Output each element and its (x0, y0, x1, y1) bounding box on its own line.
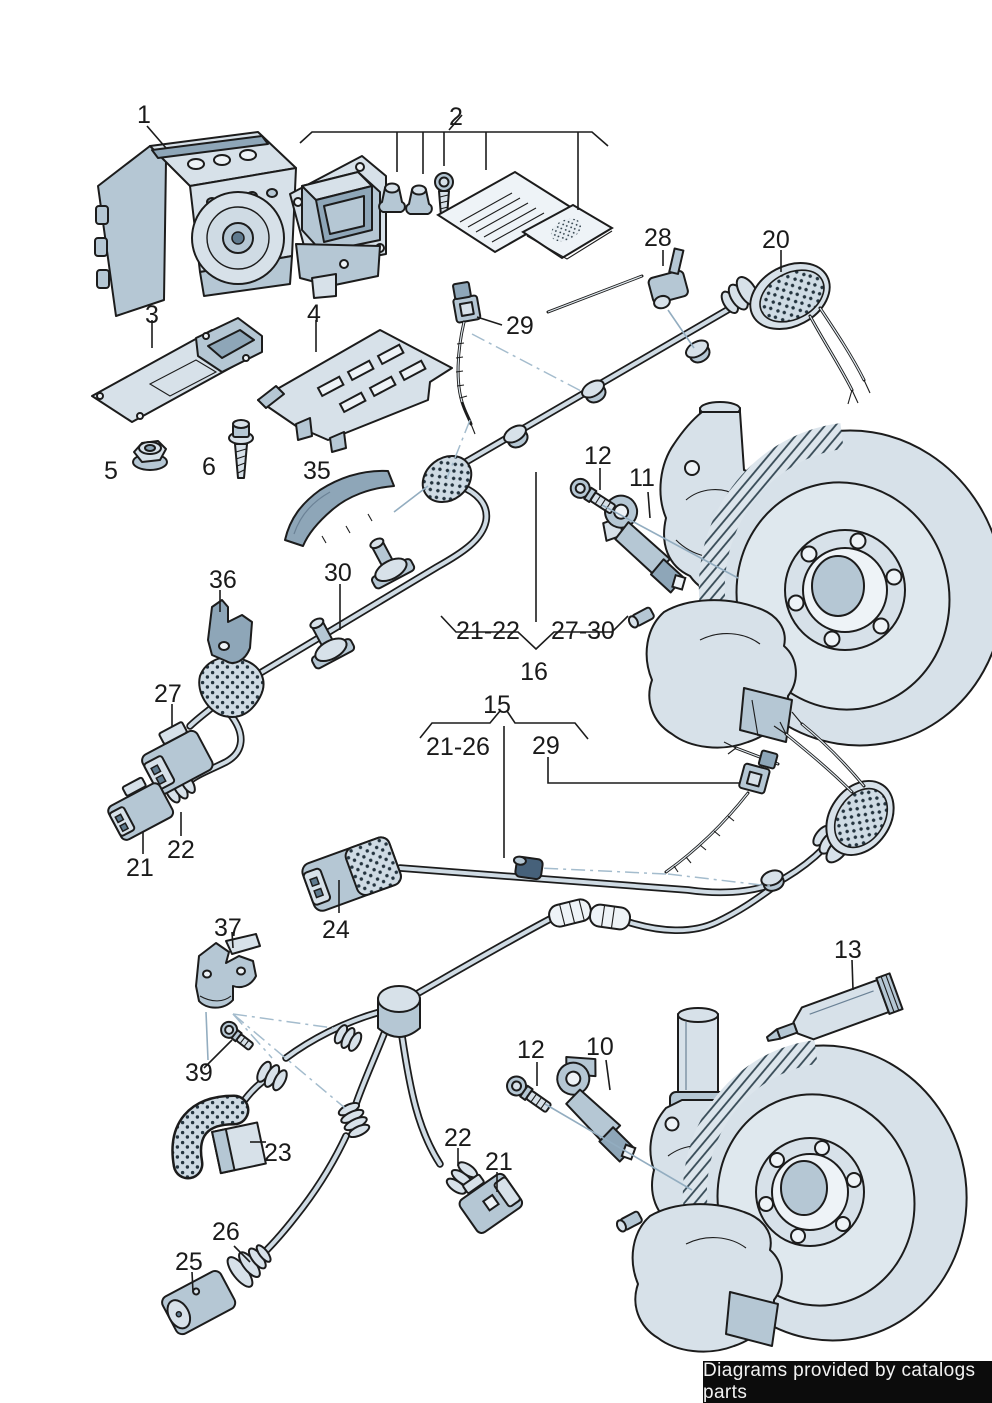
cable-clip (581, 379, 607, 404)
brake-caliper (627, 599, 797, 749)
callout-26: 26 (212, 1218, 240, 1246)
callout-27: 27 (154, 680, 182, 708)
ribbed-bushing (256, 1060, 288, 1092)
callout-39: 39 (185, 1059, 213, 1087)
callout-28: 28 (644, 224, 672, 252)
harness-junction-hub (377, 985, 421, 1038)
cable-clip (760, 869, 785, 892)
callout-22-rear: 22 (444, 1124, 472, 1152)
callout-29-front: 29 (506, 312, 534, 340)
callout-24: 24 (322, 916, 350, 944)
rear-sensor-harness (161, 711, 895, 1336)
screw-39 (220, 1020, 254, 1051)
callout-29-rear: 29 (532, 732, 560, 760)
watermark-text: Diagrams provided by catalogs parts (703, 1360, 976, 1403)
sensor-screw-12-rear (506, 1075, 552, 1113)
cable-clip (685, 339, 711, 364)
sponge-wrap-elbow-rear (171, 1094, 250, 1180)
harness-holder-30 (309, 617, 356, 670)
harness-clamp (512, 855, 544, 881)
rear-axle-assembly (615, 1007, 968, 1353)
ribbed-bushing (333, 1024, 363, 1052)
callout-22-front: 22 (167, 836, 195, 864)
callout-37: 37 (214, 914, 242, 942)
caliper-guide-pin (627, 606, 655, 629)
front-sensor-harness (107, 247, 871, 841)
callout-15: 15 (483, 691, 511, 719)
bracket-36 (207, 599, 253, 664)
cable-tie-29-rear (664, 749, 779, 874)
connector-24 (301, 836, 402, 912)
corrugated-sleeve (548, 898, 592, 928)
grease-tube-13 (765, 972, 904, 1042)
speed-sensor-10 (556, 1056, 637, 1163)
retaining-clip-28 (546, 247, 689, 314)
callout-1: 1 (137, 101, 151, 129)
callout-23: 23 (264, 1139, 292, 1167)
callout-range-21-26: 21-26 (426, 733, 490, 761)
callout-12-front: 12 (584, 442, 612, 470)
grommet-26 (226, 1244, 272, 1288)
harness-cover (284, 469, 395, 547)
callout-20: 20 (762, 226, 790, 254)
sensor-screw-12-front (569, 477, 616, 515)
callout-10: 10 (586, 1033, 614, 1061)
callout-range-21-22: 21-22 (456, 617, 520, 645)
callout-12-rear: 12 (517, 1036, 545, 1064)
callout-16: 16 (520, 658, 548, 686)
callout-30: 30 (324, 559, 352, 587)
callout-25: 25 (175, 1248, 203, 1276)
ribbed-sleeve (337, 1101, 371, 1139)
callout-6: 6 (202, 453, 216, 481)
callout-range-27-30: 27-30 (551, 617, 615, 645)
mount-screw (228, 419, 254, 479)
corrugated-sleeve (588, 903, 632, 931)
kit-grease-packet (521, 203, 614, 260)
connector-21-front (107, 776, 175, 841)
connector-21-rear (458, 1172, 524, 1234)
cap-23 (211, 1121, 267, 1175)
harness-holder (369, 537, 416, 590)
brake-disc (698, 423, 992, 747)
cable-clip (503, 424, 529, 449)
module-bracket (257, 329, 453, 453)
callout-5: 5 (104, 457, 118, 485)
connector-27 (141, 721, 214, 795)
abs-control-unit (289, 155, 387, 299)
cable-tie-29-front (452, 281, 482, 435)
callout-21-rear: 21 (485, 1148, 513, 1176)
construction-lines (205, 309, 771, 1109)
callout-2: 2 (449, 103, 463, 131)
front-axle-assembly (627, 401, 992, 749)
brake-caliper-lower (615, 1203, 783, 1353)
bracket-37 (195, 933, 261, 1009)
abs-hydraulic-unit (94, 131, 297, 317)
sponge-wrap-junction (198, 655, 265, 718)
leader-lines (142, 114, 854, 1293)
sponge-wrap-elbow (421, 454, 473, 504)
connector-25 (161, 1270, 237, 1336)
callout-3: 3 (145, 301, 159, 329)
callout-35: 35 (303, 457, 331, 485)
abs-control-module (91, 317, 263, 423)
callout-21-front: 21 (126, 854, 154, 882)
callout-36: 36 (209, 566, 237, 594)
callout-11: 11 (629, 464, 655, 492)
kit-sealing-caps (378, 182, 433, 215)
watermark-bar: Diagrams provided by catalogs parts (703, 1360, 992, 1403)
callout-4: 4 (307, 300, 321, 328)
caliper-bleed-screw (615, 1210, 643, 1233)
hex-nut (132, 440, 168, 471)
bulkhead-grommet-20 (720, 261, 871, 405)
callout-13: 13 (834, 936, 862, 964)
